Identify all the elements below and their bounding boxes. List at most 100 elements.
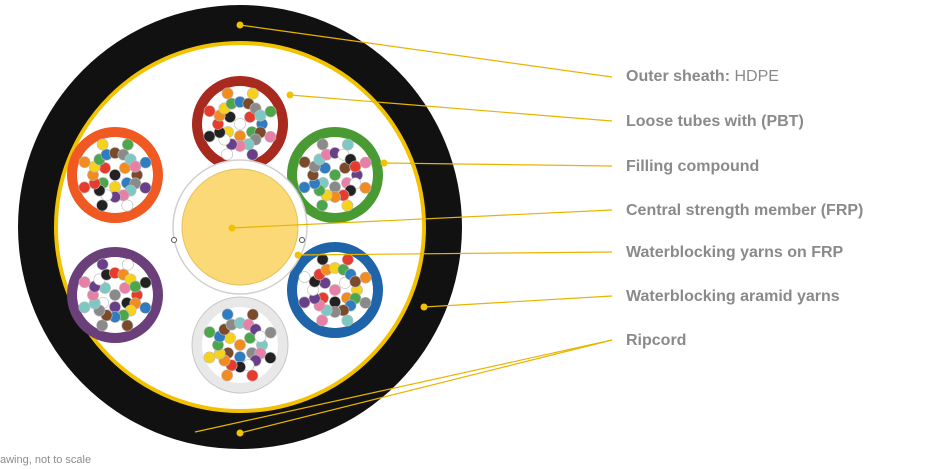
- label-loose-tubes: Loose tubes with (PBT): [626, 113, 804, 130]
- label-ripcord: Ripcord: [626, 332, 687, 349]
- optical-fiber: [298, 181, 311, 194]
- optical-fiber: [359, 271, 372, 284]
- optical-fiber: [221, 308, 234, 321]
- optical-fiber: [221, 87, 234, 100]
- optical-fiber: [316, 314, 329, 327]
- optical-fiber: [246, 308, 259, 321]
- optical-fiber: [109, 169, 121, 181]
- loose-tube: [287, 242, 383, 338]
- optical-fiber: [121, 138, 134, 151]
- optical-fiber: [121, 199, 134, 212]
- leader-dot: [286, 91, 294, 99]
- optical-fiber: [341, 314, 354, 327]
- optical-fiber: [234, 118, 246, 130]
- optical-fiber: [139, 301, 152, 314]
- optical-fiber: [359, 181, 372, 194]
- optical-fiber: [264, 105, 277, 118]
- loose-tubes: [67, 76, 383, 394]
- optical-fiber: [254, 109, 267, 122]
- optical-fiber: [203, 326, 216, 339]
- optical-fiber: [349, 160, 362, 173]
- optical-fiber: [254, 330, 267, 343]
- optical-fiber: [139, 156, 152, 169]
- optical-fiber: [96, 199, 109, 212]
- optical-fiber: [121, 258, 134, 271]
- optical-fiber: [121, 319, 134, 332]
- optical-fiber: [129, 160, 142, 173]
- label-waterblocking-yarns-frp: Waterblocking yarns on FRP: [626, 244, 844, 261]
- optical-fiber: [246, 87, 259, 100]
- optical-fiber: [359, 296, 372, 309]
- optical-fiber: [264, 130, 277, 143]
- optical-fiber: [329, 169, 341, 181]
- loose-tube: [287, 127, 383, 223]
- optical-fiber: [341, 199, 354, 212]
- leader-line: [289, 94, 613, 122]
- waterblocking-yarn-left: [171, 237, 177, 243]
- leader-dot: [236, 21, 244, 29]
- label-outer-sheath: Outer sheath: HDPE: [626, 68, 779, 85]
- optical-fiber: [203, 105, 216, 118]
- optical-fiber: [298, 271, 311, 284]
- optical-fiber: [78, 181, 91, 194]
- optical-fiber: [234, 351, 246, 363]
- optical-fiber: [78, 301, 91, 314]
- loose-tube: [191, 296, 289, 394]
- optical-fiber: [78, 156, 91, 169]
- label-filling-compound: Filling compound: [626, 158, 760, 175]
- label-waterblocking-aramid-yarns: Waterblocking aramid yarns: [626, 288, 840, 305]
- optical-fiber: [129, 280, 142, 293]
- optical-fiber: [246, 148, 259, 161]
- optical-fiber: [316, 253, 329, 266]
- optical-fiber: [203, 130, 216, 143]
- optical-fiber: [109, 181, 121, 193]
- optical-fiber: [96, 319, 109, 332]
- optical-fiber: [316, 199, 329, 212]
- leader-line: [231, 209, 613, 229]
- optical-fiber: [329, 296, 341, 308]
- footnote: awing, not to scale: [0, 454, 92, 466]
- optical-fiber: [349, 275, 362, 288]
- central-strength-member: [181, 168, 299, 286]
- leader-lines: [194, 21, 613, 437]
- label-central-strength-member: Central strength member (FRP): [626, 202, 864, 219]
- optical-fiber: [264, 351, 277, 364]
- optical-fiber: [341, 253, 354, 266]
- leader-line: [194, 339, 613, 433]
- leader-line: [423, 295, 613, 308]
- optical-fiber: [298, 156, 311, 169]
- loose-tube: [67, 127, 163, 223]
- optical-fiber: [139, 276, 152, 289]
- optical-fiber: [203, 351, 216, 364]
- optical-fiber: [234, 130, 246, 142]
- leader-dot: [294, 251, 302, 259]
- optical-fiber: [298, 296, 311, 309]
- loose-tube: [192, 76, 288, 172]
- optical-fiber: [264, 326, 277, 339]
- optical-fiber: [341, 138, 354, 151]
- optical-fiber: [246, 369, 259, 382]
- leader-dot: [228, 224, 236, 232]
- optical-fiber: [221, 148, 234, 161]
- optical-fiber: [234, 339, 246, 351]
- leader-dot: [380, 159, 388, 167]
- optical-fiber: [96, 138, 109, 151]
- optical-fiber: [96, 258, 109, 271]
- optical-fiber: [359, 156, 372, 169]
- cable-cross-section: [18, 5, 462, 449]
- leader-line: [297, 251, 613, 256]
- optical-fiber: [78, 276, 91, 289]
- optical-fiber: [139, 181, 152, 194]
- optical-fiber: [109, 301, 121, 313]
- optical-fiber: [221, 369, 234, 382]
- leader-line: [239, 339, 613, 434]
- optical-fiber: [316, 138, 329, 151]
- leader-dot: [236, 429, 244, 437]
- waterblocking-yarn-right: [299, 237, 305, 243]
- loose-tube: [67, 247, 163, 343]
- optical-fiber: [329, 181, 341, 193]
- optical-fiber: [329, 284, 341, 296]
- leader-line: [239, 24, 613, 78]
- leader-dot: [420, 303, 428, 311]
